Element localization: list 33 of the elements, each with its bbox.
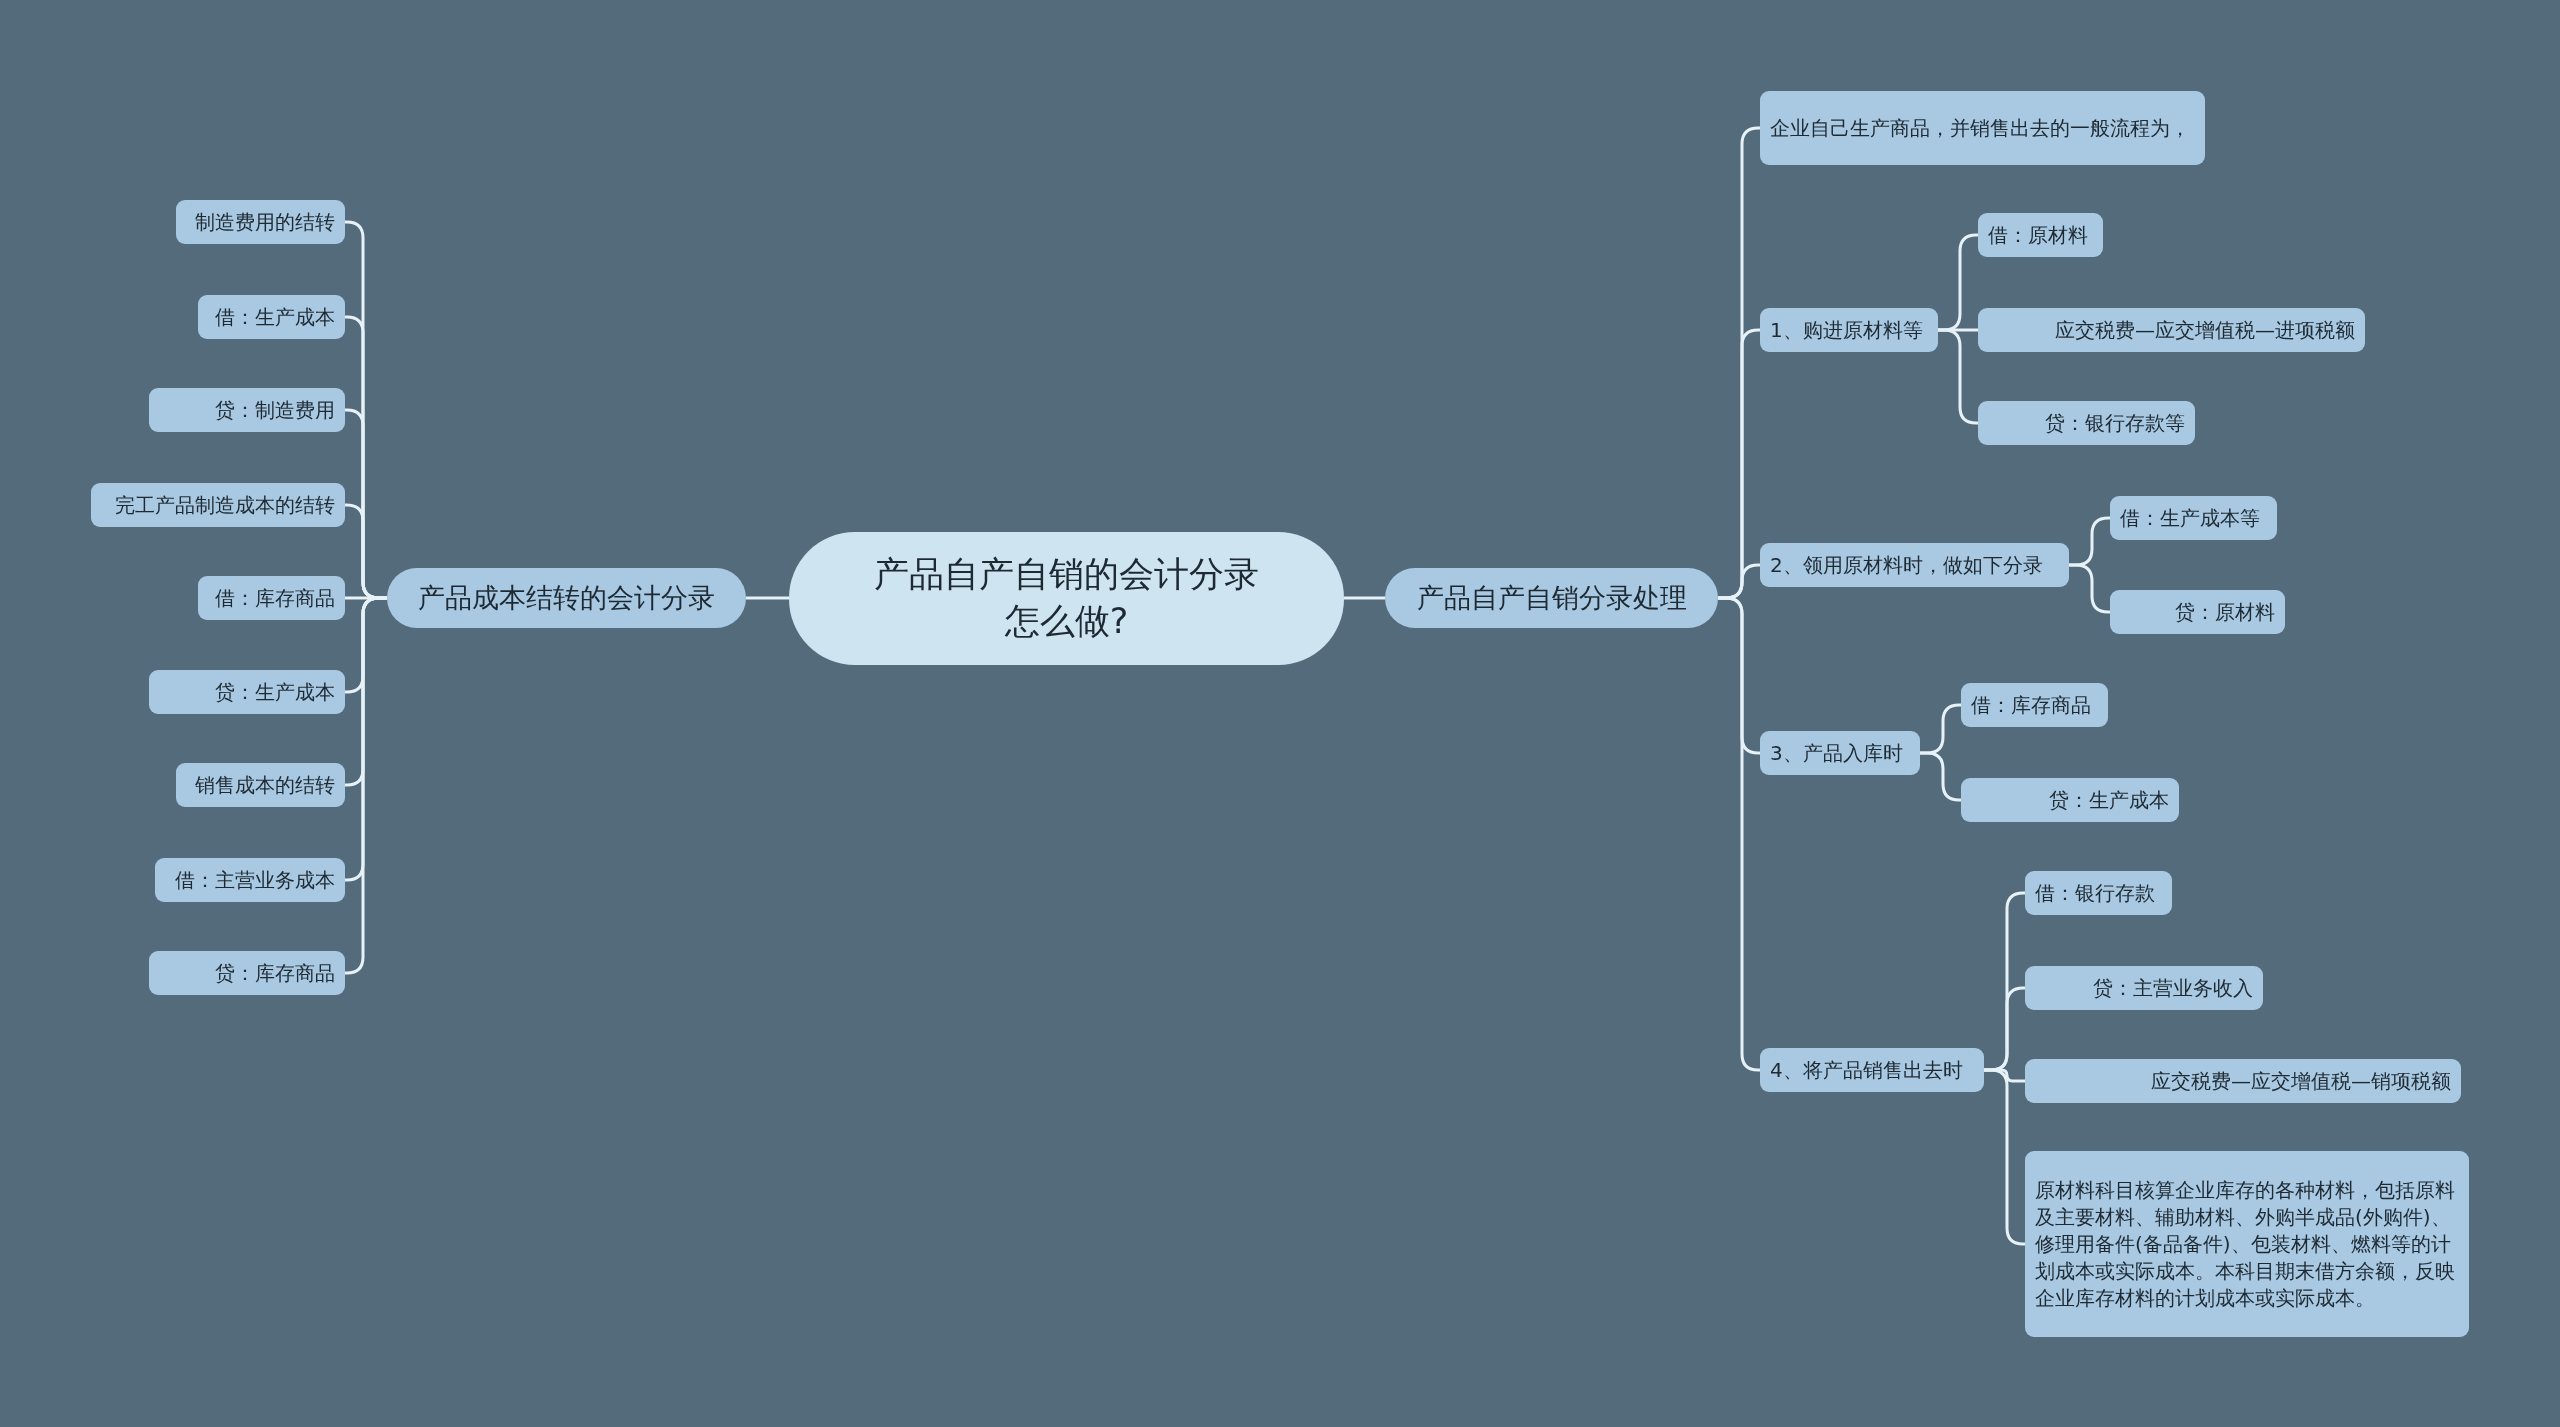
subtopic-box: 原材料科目核算企业库存的各种材料，包括原料及主要材料、辅助材料、外购半成品(外购件)、修理用备件(备品备件)、包装材料、燃料等的计划成本或实际成本。本科目期末借方余额，反映企业库存材料的计划成本或实际成本。 (2025, 1151, 2469, 1337)
subtopic-box: 借：库存商品 (1961, 683, 2108, 727)
subtopic-box: 贷：库存商品 (149, 951, 345, 995)
subtopic-box: 贷：主营业务收入 (2025, 966, 2263, 1010)
connector-line (2069, 563, 2111, 614)
branch-topic-box: 产品成本结转的会计分录 (387, 568, 746, 628)
subtopic-box: 销售成本的结转 (176, 763, 345, 807)
subtopic-box: 借：银行存款 (2025, 871, 2172, 915)
subtopic-box: 借：生产成本 (198, 295, 345, 339)
subtopic-box: 企业自己生产商品，并销售出去的一般流程为， (1760, 91, 2205, 165)
subtopic-box: 借：库存商品 (198, 576, 345, 620)
subtopic-box: 4、将产品销售出去时 (1760, 1048, 1984, 1092)
subtopic-box: 贷：生产成本 (1961, 778, 2179, 822)
connector-line (1344, 596, 1385, 600)
subtopic-box: 借：主营业务成本 (155, 858, 345, 902)
central-topic-box: 产品自产自销的会计分录怎么做? (789, 531, 1344, 665)
subtopic-box: 贷：银行存款等 (1978, 401, 2195, 445)
subtopic-box: 应交税费—应交增值税—进项税额 (1978, 308, 2365, 352)
subtopic-box: 2、领用原材料时，做如下分录 (1760, 543, 2069, 587)
subtopic-box: 贷：生产成本 (149, 670, 345, 714)
subtopic-box: 贷：原材料 (2110, 590, 2285, 634)
connector-line (1718, 596, 1761, 1072)
subtopic-box: 完工产品制造成本的结转 (91, 483, 345, 527)
subtopic-box: 3、产品入库时 (1760, 731, 1920, 775)
subtopic-box: 制造费用的结转 (176, 200, 345, 244)
connector-line (746, 596, 789, 600)
subtopic-box: 借：原材料 (1978, 213, 2103, 257)
subtopic-box: 应交税费—应交增值税—销项税额 (2025, 1059, 2461, 1103)
connector-line (1920, 751, 1962, 802)
subtopic-box: 贷：制造费用 (149, 388, 345, 432)
branch-topic-box: 产品自产自销分录处理 (1385, 568, 1718, 628)
subtopic-box: 1、购进原材料等 (1760, 308, 1938, 352)
subtopic-box: 借：生产成本等 (2110, 496, 2277, 540)
